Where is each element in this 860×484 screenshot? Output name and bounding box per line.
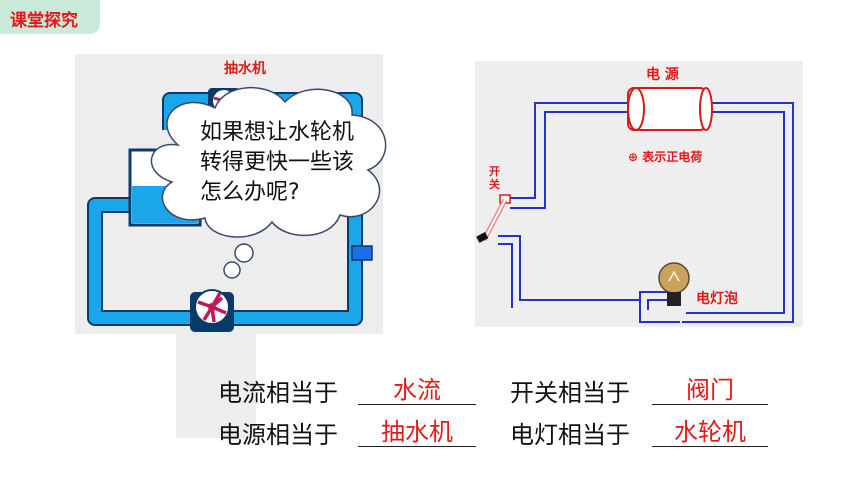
thought-bubble-text: 如果想让水轮机 转得更快一些该 怎么办呢?: [200, 120, 355, 205]
section-badge: 课堂探究: [0, 0, 100, 34]
power-source-label: 电 源: [646, 67, 679, 83]
turbine-icon: [190, 289, 234, 332]
question-current: 电流相当于: [218, 379, 338, 407]
answer-current: 水流: [393, 376, 441, 404]
section-badge-label: 课堂探究: [10, 11, 78, 31]
answer-blank: [652, 446, 768, 447]
answer-blank: [652, 404, 768, 405]
bulb-label: 电灯泡: [696, 291, 738, 307]
switch-label: 开 关: [489, 165, 500, 191]
light-bulb-icon: [658, 262, 690, 306]
answer-bulb: 水轮机: [674, 418, 746, 446]
answer-switch: 阀门: [686, 376, 734, 404]
answer-blank: [358, 446, 476, 447]
pump-label: 抽水机: [224, 61, 266, 77]
question-switch: 开关相当于: [510, 379, 630, 407]
positive-charge-note: ⊕ 表示正电荷: [628, 150, 703, 164]
question-bulb: 电灯相当于: [510, 421, 630, 449]
battery-icon: [627, 87, 713, 131]
question-power: 电源相当于: [218, 421, 338, 449]
panel-stem: [176, 334, 256, 438]
answer-power: 抽水机: [381, 418, 453, 446]
answer-blank: [358, 404, 476, 405]
switch-icon: [476, 194, 511, 243]
thought-bubble: [150, 87, 387, 279]
